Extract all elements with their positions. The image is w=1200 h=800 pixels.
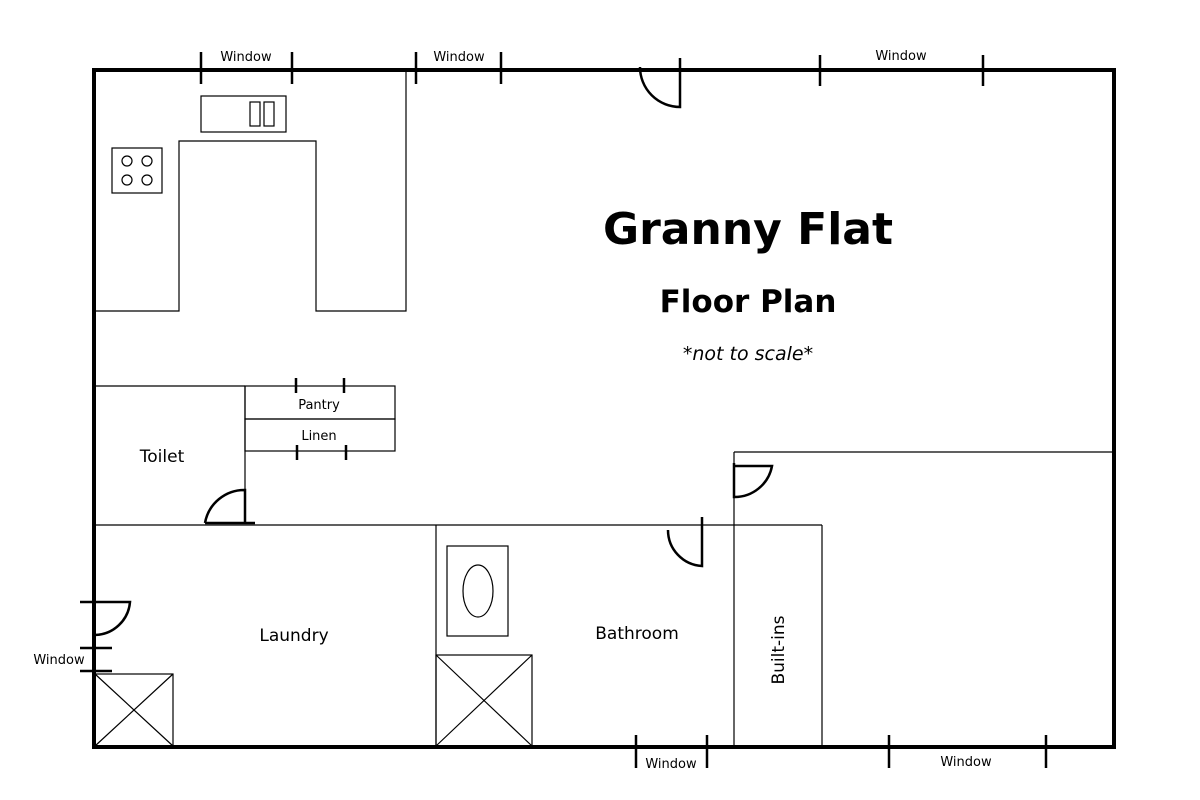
burner-icon: [121, 174, 133, 186]
cooktop: [111, 147, 163, 194]
builtins-label: Built-ins: [769, 615, 789, 684]
kitchen-bench: [95, 72, 407, 312]
linen-cupboard: [244, 418, 396, 452]
window-label: Window: [645, 757, 697, 772]
window-label: Window: [433, 50, 485, 65]
window-label: Window: [940, 755, 992, 770]
bathroom-door: [666, 517, 704, 568]
entry-door: [638, 58, 682, 109]
toilet-door: [203, 488, 255, 525]
bedroom-door: [732, 463, 774, 499]
bathtub-basin: [462, 564, 494, 618]
shower: [435, 654, 533, 747]
pantry-label: Pantry: [298, 398, 340, 413]
window-label: Window: [220, 50, 272, 65]
burner-icon: [141, 174, 153, 186]
laundry-label: Laundry: [259, 626, 328, 646]
laundry-tub: [94, 673, 174, 747]
scale-note: *not to scale*: [683, 343, 813, 365]
sink-bowl-left: [249, 101, 261, 127]
outer-wall: [92, 68, 1116, 749]
linen-label: Linen: [301, 429, 336, 444]
shower-cross: [435, 654, 533, 747]
diagram-title: Granny Flat: [603, 204, 893, 255]
burner-icon: [121, 155, 133, 167]
toilet-label: Toilet: [139, 447, 185, 467]
laundry-door: [80, 600, 132, 637]
bathtub: [446, 545, 509, 637]
burner-icon: [141, 155, 153, 167]
window-label: Window: [875, 49, 927, 64]
sink-bowl-right: [263, 101, 275, 127]
laundry-tub-cross: [94, 673, 174, 747]
kitchen-sink: [200, 95, 287, 133]
diagram-subtitle: Floor Plan: [660, 284, 837, 320]
bathroom-label: Bathroom: [595, 624, 679, 644]
window-label: Window: [33, 653, 85, 668]
